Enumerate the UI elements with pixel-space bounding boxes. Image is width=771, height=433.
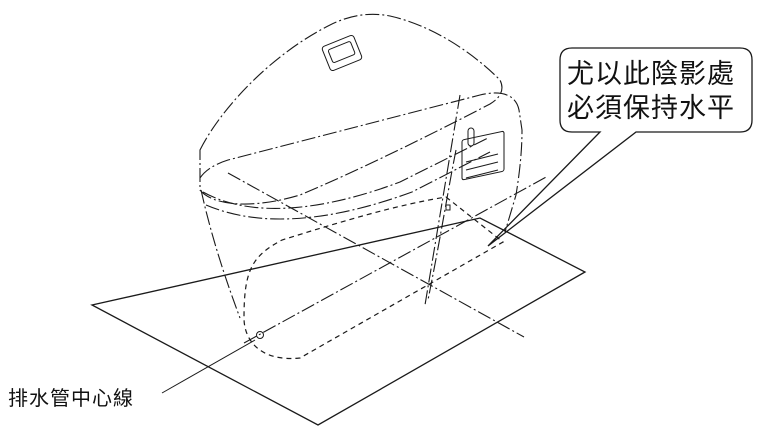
drain-point	[256, 331, 264, 339]
callout-text: 尤以此陰影處 必須保持水平	[567, 58, 743, 126]
callout-bubble	[487, 47, 753, 247]
pipe-label-leader	[161, 339, 256, 394]
toilet-side-outline	[427, 149, 457, 301]
side-knob	[467, 127, 475, 147]
cross-center-line	[227, 172, 525, 338]
lid-display	[321, 34, 363, 72]
lid-rim	[202, 137, 489, 209]
callout-line-2: 必須保持水平	[567, 93, 735, 124]
toilet-body-outline	[199, 92, 523, 233]
toilet-front-outline	[200, 189, 241, 319]
side-panel-slot	[465, 153, 499, 163]
lid-display-inner	[327, 41, 356, 63]
side-panel-slot	[465, 161, 499, 171]
pipe-center-label: 排水管中心線	[8, 386, 134, 410]
pipe-center-line	[243, 175, 549, 344]
vertical-center-line	[424, 94, 461, 306]
side-marker	[445, 204, 451, 211]
shaded-base-area	[243, 196, 505, 360]
callout-line-1: 尤以此陰影處	[567, 59, 735, 90]
seat-band	[205, 151, 491, 220]
lid-outline	[199, 13, 503, 205]
floor-plane	[90, 217, 587, 426]
side-panel	[461, 130, 505, 181]
side-panel-slot	[465, 169, 499, 179]
